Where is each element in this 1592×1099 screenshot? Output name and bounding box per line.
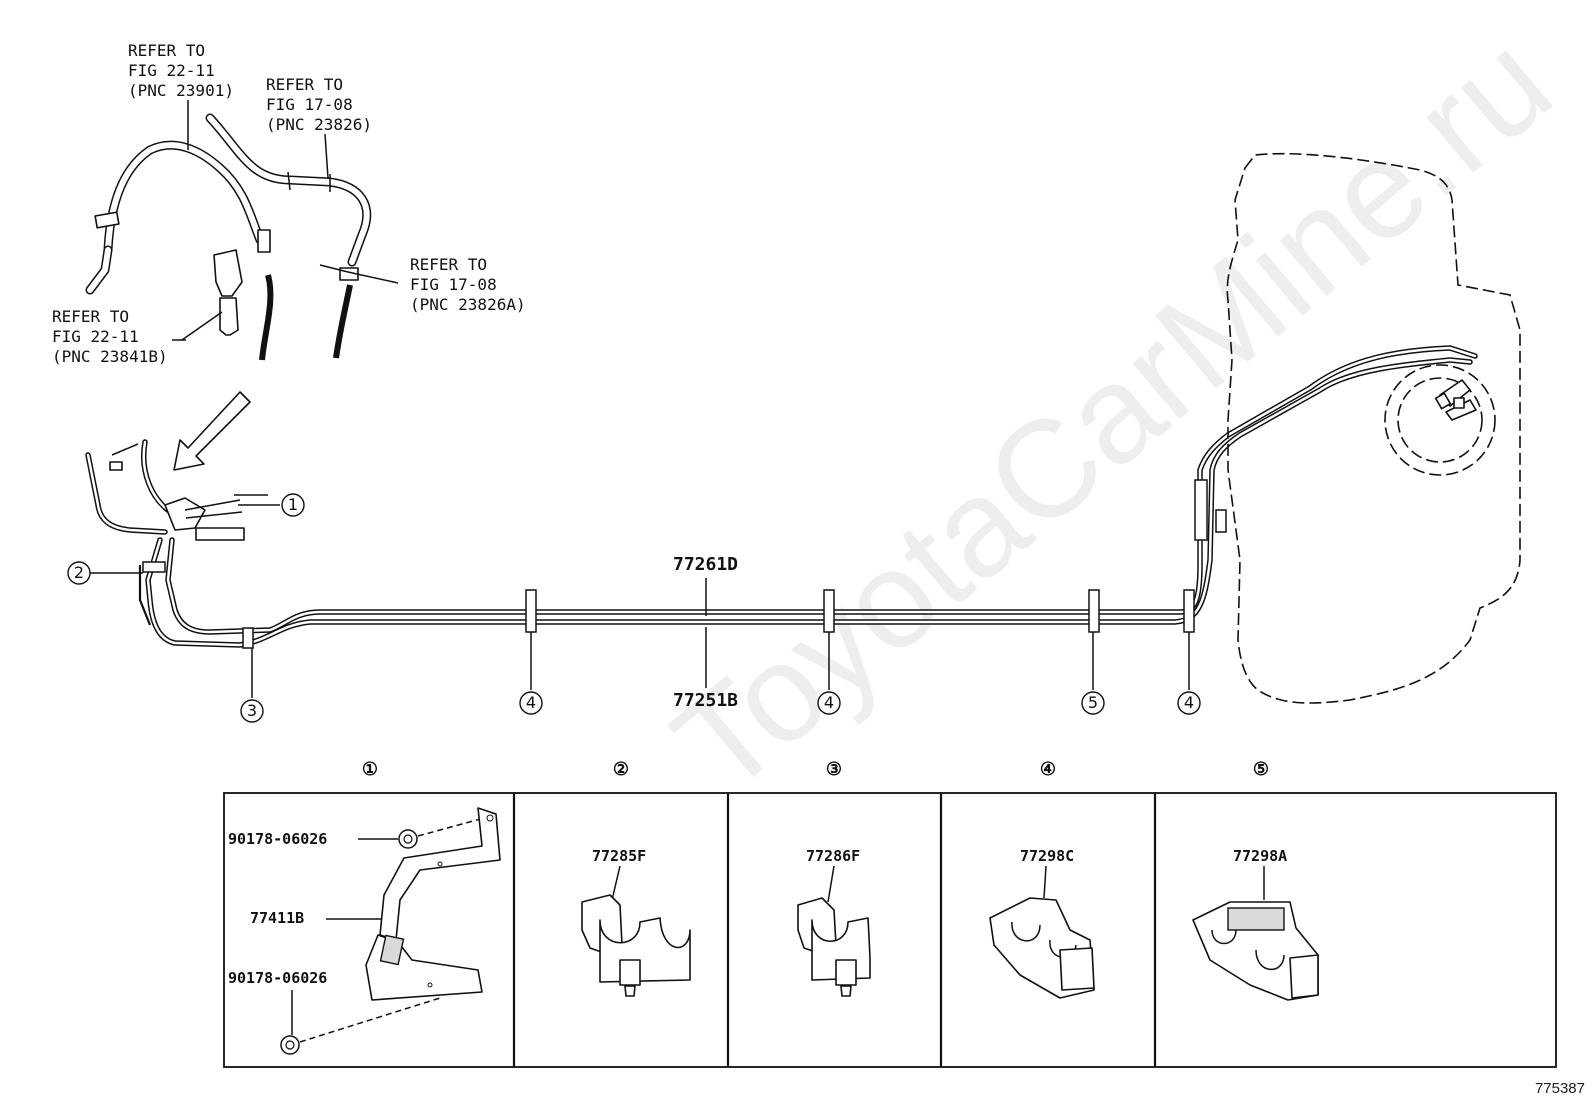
clamp-2 [142,561,166,573]
view-arrow-icon [173,391,251,471]
svg-text:FIG 17-08: FIG 17-08 [266,95,353,114]
clamp-4c [1183,589,1195,633]
panel-header-2: ② [613,759,629,780]
part-label-77298a: 77298A [1233,847,1287,865]
svg-text:(PNC 23826A): (PNC 23826A) [410,295,526,314]
fuel-tank-outline [1226,152,1521,704]
callout-3: 3 [240,648,264,723]
callout-4-a: 4 [519,632,543,715]
callout-4-b: 4 [817,632,841,715]
svg-text:(PNC 23826): (PNC 23826) [266,115,372,134]
svg-text:3: 3 [247,701,257,720]
panel-1-bracket: 90178-06026 77411B 90178-06026 [228,807,501,1055]
svg-text:(PNC 23901): (PNC 23901) [128,81,234,100]
svg-text:REFER TO: REFER TO [128,41,205,60]
part-label-90178-06026-top: 90178-06026 [228,830,327,848]
panel-2-clamp: 77285F [581,847,691,997]
svg-text:FIG 17-08: FIG 17-08 [410,275,497,294]
part-label-77261d: 77261D [673,554,738,575]
panel-header-4: ④ [1040,759,1056,780]
panel-header-5: ⑤ [1253,759,1269,780]
svg-text:2: 2 [74,563,84,582]
reference-label-23826: REFER TO FIG 17-08 (PNC 23826) [266,75,372,179]
callout-5: 5 [1081,632,1105,715]
watermark: ToyotaCarMine.ru [646,5,1579,823]
panel-5-clamp: 77298A [1192,847,1319,1001]
svg-text:REFER TO: REFER TO [266,75,343,94]
reference-label-23901: REFER TO FIG 22-11 (PNC 23901) [128,41,234,150]
clamp-4a [525,589,537,633]
clamp-5 [1088,589,1100,633]
svg-text:FIG 22-11: FIG 22-11 [128,61,215,80]
svg-text:4: 4 [526,693,536,712]
panel-header-3: ③ [826,759,842,780]
tube-part-labels: 77261D 77251B [673,554,738,711]
clamp-4b [823,589,835,633]
part-label-77411b: 77411B [250,909,304,927]
detail-panel-table: ① ② ③ ④ ⑤ [223,759,1557,1068]
fuel-line-routing [85,345,1478,649]
part-label-77251b: 77251B [673,690,738,711]
callout-1: 1 [238,493,305,517]
svg-text:5: 5 [1088,693,1098,712]
panel-3-clamp: 77286F [797,847,871,997]
callout-4-c: 4 [1177,632,1201,715]
svg-text:REFER TO: REFER TO [52,307,129,326]
svg-text:4: 4 [1184,693,1194,712]
svg-text:REFER TO: REFER TO [410,255,487,274]
svg-text:4: 4 [824,693,834,712]
callout-2: 2 [67,561,143,585]
panel-4-clamp: 77298C [989,847,1095,999]
part-label-77298c: 77298C [1020,847,1074,865]
figure-number: 775387 [1535,1080,1585,1097]
svg-text:(PNC 23841B): (PNC 23841B) [52,347,168,366]
svg-text:FIG 22-11: FIG 22-11 [52,327,139,346]
part-label-90178-06026-bottom: 90178-06026 [228,969,327,987]
upper-hose-assembly [85,113,399,361]
svg-text:1: 1 [288,495,298,514]
part-label-77285f: 77285F [592,847,646,865]
reference-label-23841b: REFER TO FIG 22-11 (PNC 23841B) [52,307,168,366]
panel-header-1: ① [362,759,378,780]
clamp-3 [242,627,254,649]
reference-label-23826a: REFER TO FIG 17-08 (PNC 23826A) [410,255,526,314]
part-label-77286f: 77286F [806,847,860,865]
